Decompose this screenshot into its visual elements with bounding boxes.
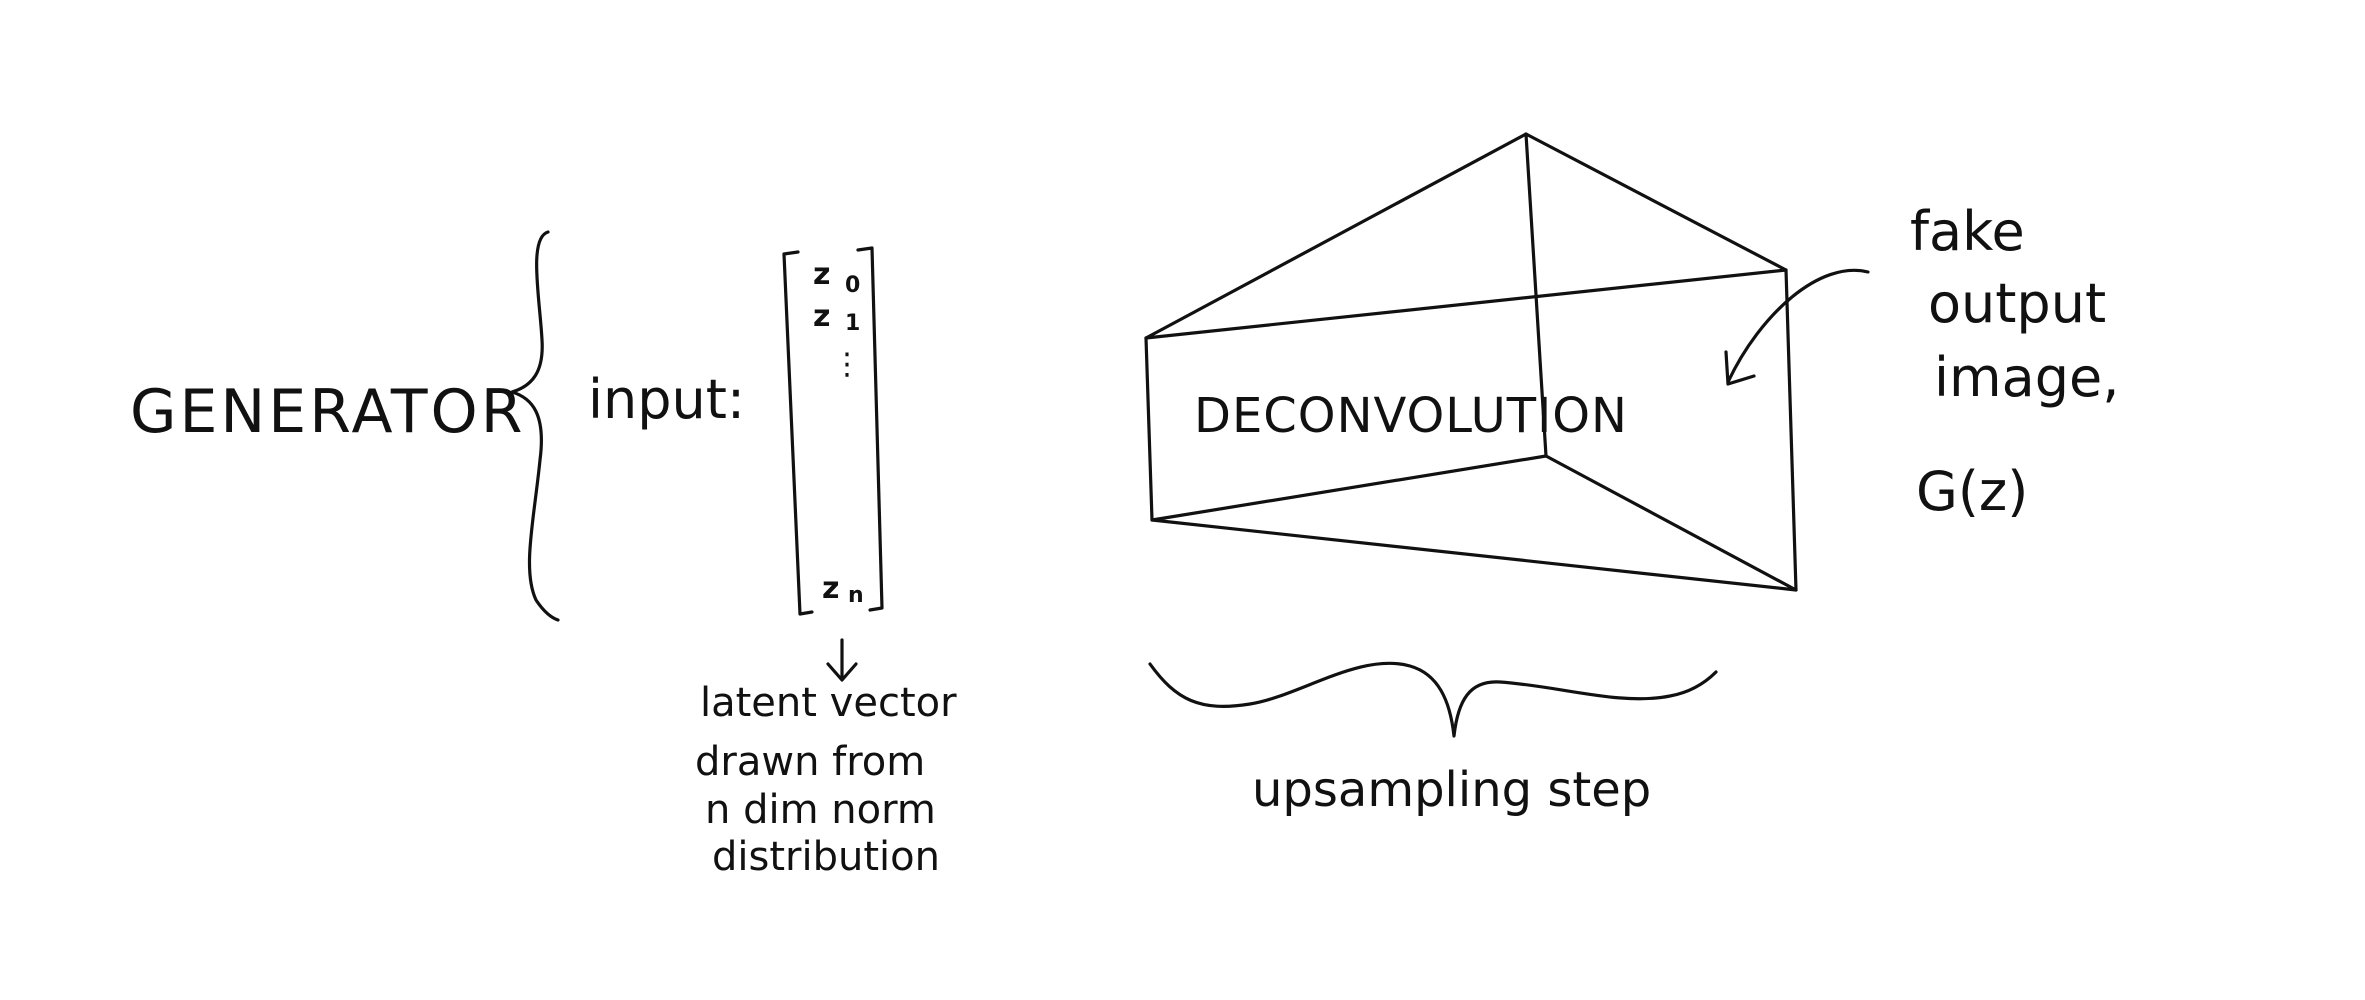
left-bracket (782, 250, 814, 616)
vector-ellipsis: ⋮ (832, 347, 862, 382)
input-label: input: (588, 368, 745, 431)
output-note-line-1: fake (1910, 200, 2025, 263)
zn-subscript: n (848, 583, 864, 608)
latent-note-line-2: drawn from (695, 739, 925, 785)
upsampling-brace (1148, 661, 1718, 738)
zn-symbol: z (822, 571, 839, 606)
upsampling-label: upsampling step (1252, 762, 1651, 818)
z1-subscript: 1 (845, 311, 860, 336)
prism-bottom-edge (1150, 454, 1548, 522)
z0-subscript: 0 (845, 273, 860, 298)
generator-label: GENERATOR (130, 377, 525, 447)
z1-symbol: z (813, 299, 830, 334)
latent-note-line-3: n dim norm (705, 787, 936, 833)
prism-top-edge (1144, 132, 1788, 340)
deconvolution-label: DECONVOLUTION (1194, 388, 1628, 444)
deconvolution-prism (1144, 132, 1798, 592)
latent-note-line-4: distribution (712, 834, 940, 880)
latent-vector-matrix: z 0 z 1 ⋮ z n (782, 246, 884, 616)
output-note-line-3: image, (1934, 346, 2119, 409)
latent-arrow (826, 638, 858, 682)
latent-note-line-1: latent vector (700, 680, 957, 726)
output-symbol: G(z) (1916, 460, 2028, 523)
generator-brace (510, 230, 560, 622)
latent-note: latent vector drawn from n dim norm dist… (695, 680, 957, 880)
z0-symbol: z (813, 257, 830, 292)
output-note: fake output image, (1910, 200, 2119, 409)
output-note-line-2: output (1928, 272, 2106, 335)
right-bracket (856, 246, 884, 612)
prism-hidden-edge (1524, 132, 1798, 592)
output-arrow (1724, 268, 1870, 386)
